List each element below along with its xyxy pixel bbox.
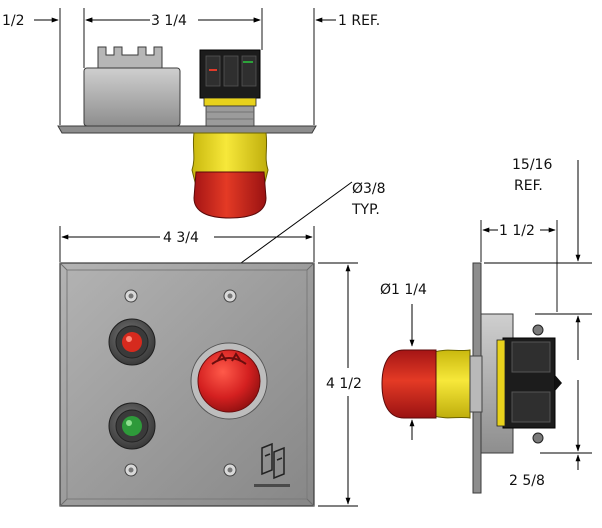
top-view: 1/2 3 1/4 1 REF. xyxy=(2,8,380,219)
green-led-indicator xyxy=(108,402,156,450)
red-led-indicator xyxy=(108,318,156,366)
manufacturer-logo-icon xyxy=(254,442,290,487)
dim-label-side-ref: REF. xyxy=(514,178,543,194)
dim-label-plate-height: 4 1/2 xyxy=(326,376,362,392)
screw-icon xyxy=(124,289,138,303)
dim-label-side-height: 2 5/8 xyxy=(509,473,545,489)
wall-plate xyxy=(59,262,315,507)
dim-label-body-width: 3 1/4 xyxy=(151,13,187,29)
button-cap-top xyxy=(193,171,267,219)
dim-label-plate-width: 4 3/4 xyxy=(163,230,199,246)
back-box xyxy=(83,67,181,127)
side-view: 15/16 REF. 1 1/2 Ø1 1/4 2 5/8 xyxy=(380,157,592,494)
button-cap-side xyxy=(381,349,437,419)
screw-icon xyxy=(124,463,138,477)
dim-label-button-diameter: Ø1 1/4 xyxy=(380,282,427,298)
screw-icon xyxy=(223,289,237,303)
front-view: 4 3/4 4 1/2 xyxy=(59,226,362,507)
button-collar-side xyxy=(433,349,471,419)
connector-block xyxy=(97,46,163,69)
plate-edge-top xyxy=(57,125,317,134)
emergency-stop-button xyxy=(190,342,268,420)
dim-label-side-ref-value: 15/16 xyxy=(512,157,552,173)
dim-label-top-ref: 1 REF. xyxy=(338,13,380,29)
dim-label-side-depth: 1 1/2 xyxy=(499,223,535,239)
dim-label-led-typ: TYP. xyxy=(351,202,380,218)
screw-icon xyxy=(223,463,237,477)
dim-label-left-offset: 1/2 xyxy=(2,13,25,29)
dim-label-led-diameter: Ø3/8 xyxy=(352,181,386,197)
